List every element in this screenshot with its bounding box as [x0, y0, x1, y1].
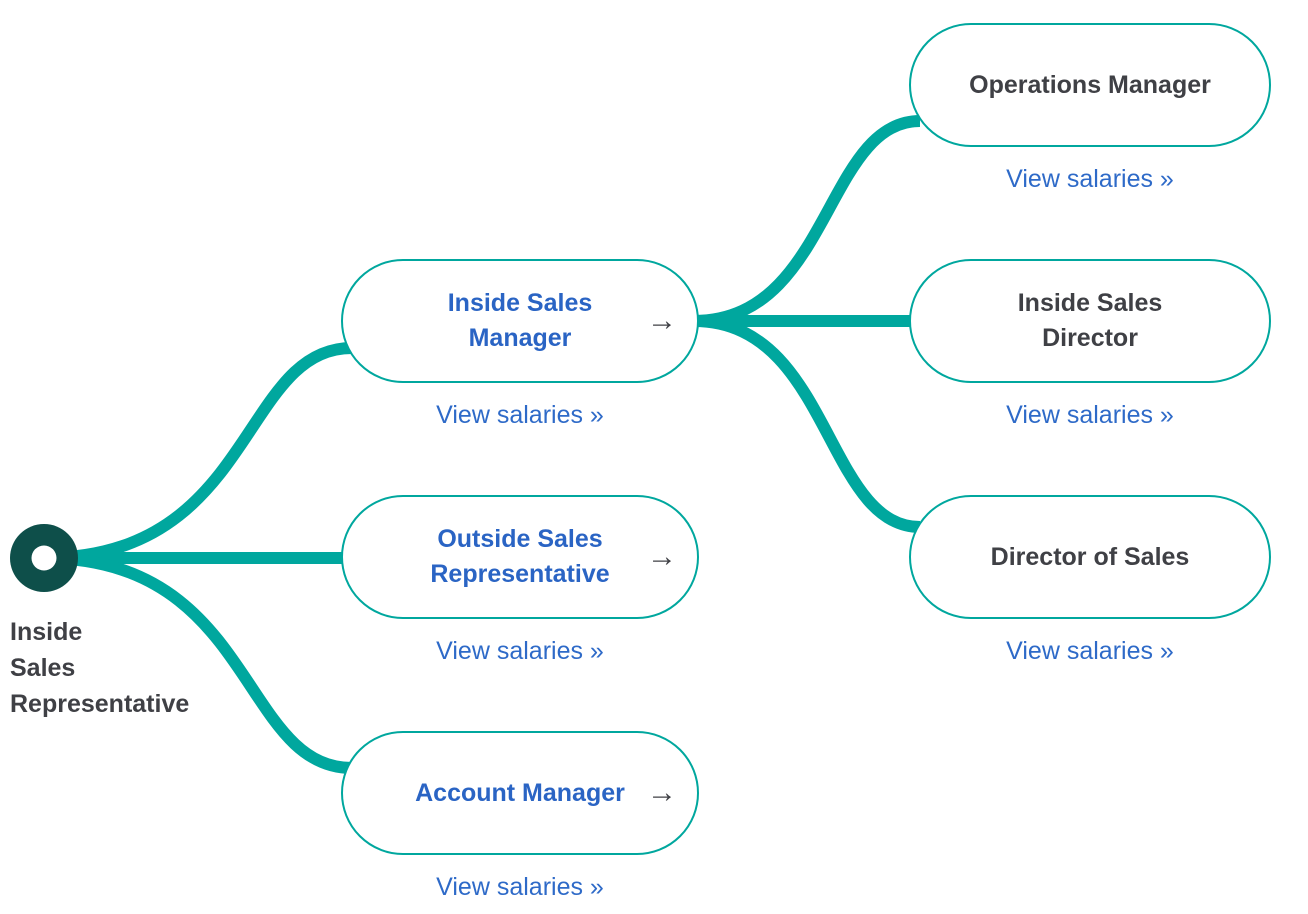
node-account-manager[interactable]: Account Manager →: [341, 731, 699, 855]
view-salaries-link-account-manager[interactable]: View salaries »: [436, 873, 604, 901]
node-director-of-sales: Director of Sales: [909, 495, 1271, 619]
node-title-inside-sales-manager[interactable]: Inside Sales Manager: [447, 289, 593, 352]
node-operations-manager: Operations Manager: [909, 23, 1271, 147]
node-inside-sales-director: Inside Sales Director: [909, 259, 1271, 383]
connector-inside-sales-manager-to-operations-manager: [693, 115, 921, 327]
node-outside-sales-representative[interactable]: Outside Sales Representative →: [341, 495, 699, 619]
node-title-outside-sales-representative[interactable]: Outside Sales Representative: [430, 525, 610, 588]
root-node-icon-hole: [31, 545, 57, 571]
node-inside-sales-manager[interactable]: Inside Sales Manager →: [341, 259, 699, 383]
connector-root-to-inside-sales-manager: [43, 342, 353, 564]
node-title-director-of-sales: Director of Sales: [990, 542, 1190, 571]
node-title-inside-sales-director: Inside Sales Director: [1017, 289, 1163, 352]
expand-arrow-icon[interactable]: →: [647, 304, 677, 337]
connector-inside-sales-manager-to-director-of-sales: [693, 315, 921, 533]
view-salaries-link-inside-sales-director[interactable]: View salaries »: [1006, 401, 1174, 429]
view-salaries-link-director-of-sales[interactable]: View salaries »: [1006, 637, 1174, 665]
root-node-label: Inside Sales Representative: [10, 618, 190, 718]
view-salaries-link-operations-manager[interactable]: View salaries »: [1006, 165, 1174, 193]
expand-arrow-icon[interactable]: →: [647, 776, 677, 809]
node-title-account-manager[interactable]: Account Manager: [415, 778, 625, 807]
connector-root-to-account-manager: [43, 552, 353, 774]
node-title-operations-manager: Operations Manager: [969, 70, 1211, 99]
expand-arrow-icon[interactable]: →: [647, 540, 677, 573]
view-salaries-link-inside-sales-manager[interactable]: View salaries »: [436, 401, 604, 429]
view-salaries-link-outside-sales-representative[interactable]: View salaries »: [436, 637, 604, 665]
